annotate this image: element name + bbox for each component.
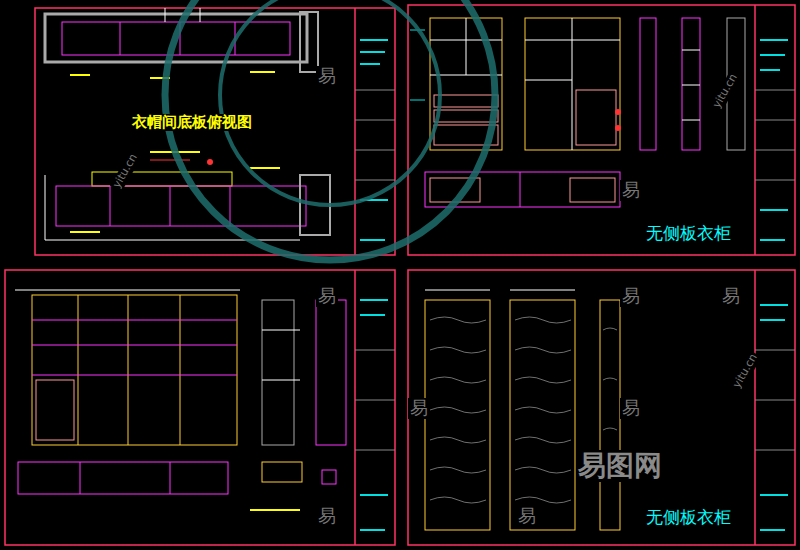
watermark: yitu.cn [710, 70, 742, 112]
watermark: 易 [408, 398, 430, 419]
sheet-title: 无侧板衣柜 [644, 508, 733, 528]
watermark: 易图网 [576, 450, 664, 482]
watermark: 易 [316, 286, 338, 307]
watermark: 易 [316, 66, 338, 87]
watermark: yitu.cn [730, 350, 762, 392]
view-title: 衣帽间底板俯视图 [130, 114, 254, 131]
watermark: 易 [620, 286, 642, 307]
watermark: 易 [516, 506, 538, 527]
watermark: 易 [316, 506, 338, 527]
watermark: 易 [620, 180, 642, 201]
sheet-title: 无侧板衣柜 [644, 224, 733, 244]
watermark: 易 [620, 398, 642, 419]
watermark: 易 [720, 286, 742, 307]
